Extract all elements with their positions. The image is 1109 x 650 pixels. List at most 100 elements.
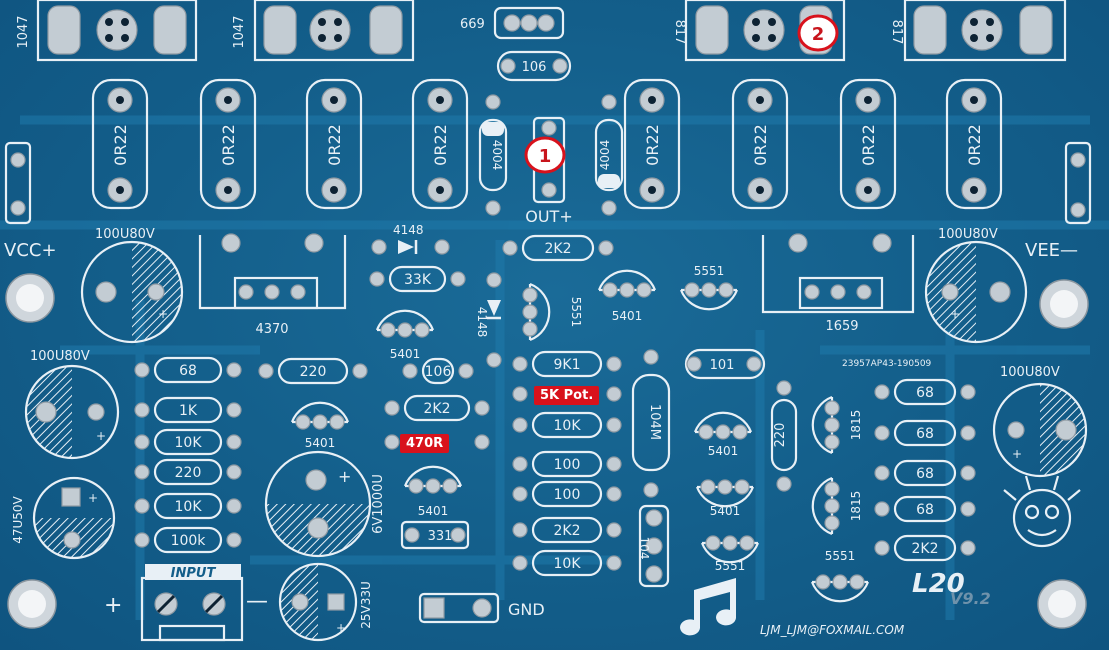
transistor-label: 5551 xyxy=(715,559,746,573)
out-label: OUT+ xyxy=(525,207,572,226)
resistor-label: 33K xyxy=(404,272,432,288)
resistor: 2K2 xyxy=(502,234,614,262)
capacitor-label: 101 xyxy=(710,358,735,373)
resistor: 100 xyxy=(512,450,622,478)
mascot-logo-icon xyxy=(1003,475,1081,548)
resistor-label: 2K2 xyxy=(554,523,581,539)
resistor-label: 10K xyxy=(554,418,582,434)
transistor-669 xyxy=(493,6,565,40)
capacitor-331 xyxy=(400,520,470,550)
resistor-label: 220 xyxy=(773,423,788,448)
resistor: 68 xyxy=(874,378,976,406)
capacitor-104 xyxy=(638,504,670,588)
diode-4004-right xyxy=(594,94,624,216)
capacitor-label: 6V1000U xyxy=(371,474,386,534)
input-minus: — xyxy=(246,589,268,614)
transistor-label: 5401 xyxy=(390,347,421,361)
resistor: 220 xyxy=(258,357,368,385)
resistor-label: 9K1 xyxy=(554,357,581,373)
transistor-label: 1047 xyxy=(16,15,31,48)
small-transistor: 5401 xyxy=(695,479,755,518)
resistor-label: 2K2 xyxy=(545,241,572,257)
resistor-label: 0R22 xyxy=(111,124,130,166)
resistor-label: 100 xyxy=(554,457,581,473)
resistor: 2K2 xyxy=(512,516,622,544)
resistor-label: 10K xyxy=(554,556,582,572)
resistor: 10K xyxy=(512,411,622,439)
capacitor-label: 100U80V xyxy=(938,227,998,242)
r470-annotation: 470R xyxy=(400,434,450,453)
resistor: 10K xyxy=(512,549,622,577)
gnd-terminal xyxy=(418,592,500,624)
music-note-icon xyxy=(680,578,736,636)
resistor-group: 68 1K 10K 220 10K 100k 220 33K 2K2 2K2 9K1 10K 100 10… xyxy=(134,234,976,577)
svg-text:1: 1 xyxy=(539,146,552,167)
resistor-label: 68 xyxy=(916,426,934,442)
resistor-label: 100 xyxy=(554,487,581,503)
emitter-resistor: 0R22 xyxy=(411,78,469,210)
svg-text:+: + xyxy=(96,429,106,443)
transistor-label: 817 xyxy=(889,20,904,45)
resistor-label: 10K xyxy=(175,499,203,515)
resistor: 2K2 xyxy=(384,394,490,422)
input-terminal xyxy=(140,576,244,642)
resistor: 68 xyxy=(874,459,976,487)
small-transistor: 5551 xyxy=(810,549,870,603)
resistor: 2K2 xyxy=(874,534,976,562)
transistor-label: 1047 xyxy=(232,15,247,48)
driver-transistor-right xyxy=(761,233,915,314)
power-transistor-q2 xyxy=(253,0,415,62)
emitter-resistor: 0R22 xyxy=(623,78,681,210)
power-transistor-q1 xyxy=(36,0,198,62)
capacitor-106-top xyxy=(496,50,572,82)
model-label: L20 xyxy=(912,569,965,599)
resistor: 100k xyxy=(134,526,242,554)
capacitor-label: 106 xyxy=(522,60,547,75)
diode-4148-vertical xyxy=(486,272,502,368)
resistor-label: 0R22 xyxy=(643,124,662,166)
resistor-label: 0R22 xyxy=(325,124,344,166)
capacitor-label: 104M xyxy=(647,404,662,440)
email-label: LJM_LJM@FOXMAIL.COM xyxy=(760,623,905,637)
marker-1: 1 xyxy=(524,136,566,174)
capacitor-label: 331 xyxy=(428,529,453,544)
input-label-box xyxy=(145,564,241,580)
driver-label: 4370 xyxy=(255,322,288,337)
capacitor-top-right: + xyxy=(924,240,1028,344)
resistor: 1K xyxy=(134,396,242,424)
resistor: 106 xyxy=(402,357,474,385)
resistor: 100 xyxy=(512,480,622,508)
resistor-label: 106 xyxy=(425,364,452,380)
small-transistor: 5551 xyxy=(700,535,760,573)
power-transistor-q4 xyxy=(903,0,1067,62)
transistor-label: 5551 xyxy=(825,549,856,563)
emitter-resistor: 0R22 xyxy=(199,78,257,210)
transistor-label: 5551 xyxy=(694,264,725,278)
transistor-label: 5401 xyxy=(305,436,336,450)
resistor-label: 1K xyxy=(179,403,198,419)
diode-4004-left xyxy=(478,94,508,216)
resistor-label: 68 xyxy=(916,466,934,482)
resistor: 68 xyxy=(134,356,242,384)
diode-label: 4004 xyxy=(490,140,504,171)
transistor-label: 5401 xyxy=(612,309,643,323)
driver-label: 1659 xyxy=(825,319,858,334)
capacitor-label: 100U80V xyxy=(1000,365,1060,380)
capacitor-mid-left: + xyxy=(24,364,120,460)
capacitor-label: 104 xyxy=(637,537,651,560)
marker-2: 2 xyxy=(797,14,839,52)
resistor-label: 0R22 xyxy=(219,124,238,166)
capacitor-input: + xyxy=(32,476,116,560)
resistor-label: 10K xyxy=(175,435,203,451)
small-transistor: 5401 xyxy=(693,411,753,458)
resistor-label: 2K2 xyxy=(424,401,451,417)
small-transistor-group: 5401540155515401540154015401555155515551… xyxy=(290,264,870,603)
emitter-resistor: 0R22 xyxy=(945,78,1003,210)
resistor: 68 xyxy=(874,419,976,447)
resistor: 33K xyxy=(369,265,466,293)
small-transistor: 5401 xyxy=(375,309,435,361)
diode-4148-horizontal xyxy=(371,239,450,255)
